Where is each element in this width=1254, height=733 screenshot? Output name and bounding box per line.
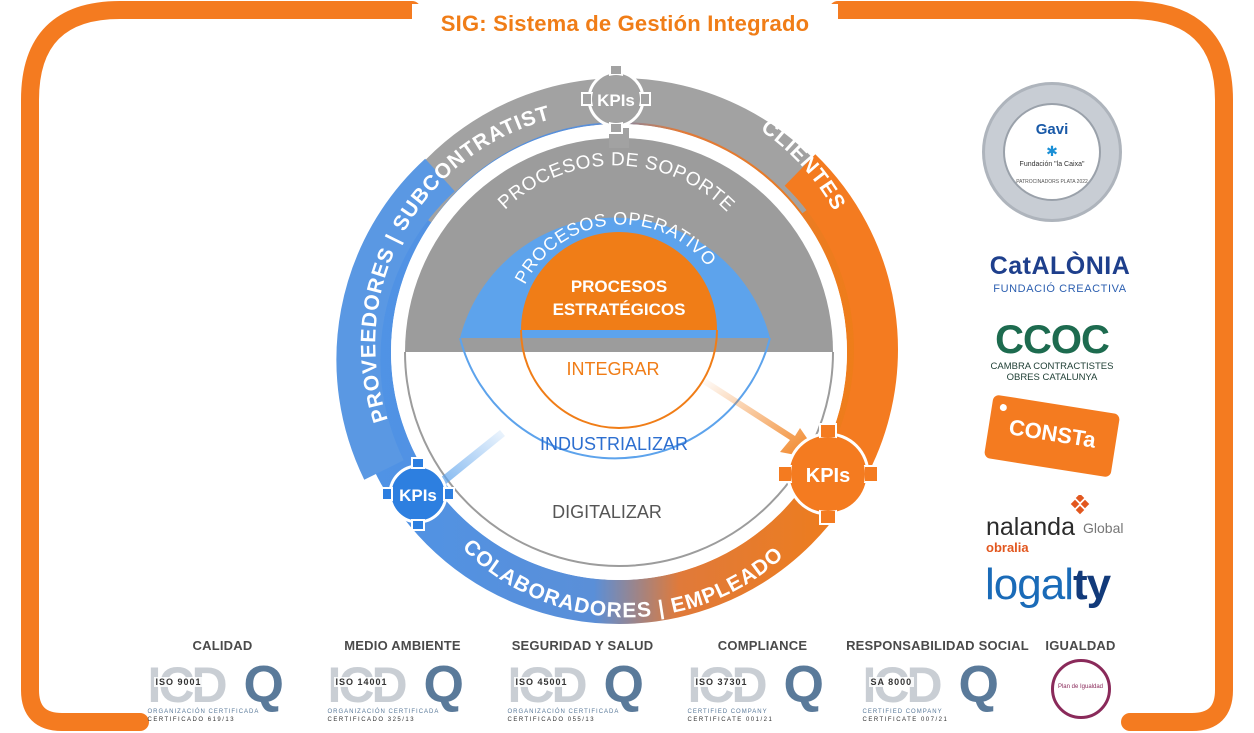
icdq-logo: ICD Q SA 8000 CERTIFIED COMPANY CERTIFIC… [862,656,1013,723]
cert-org: ORGANIZACIÓN CERTIFICADA [327,709,440,715]
industrializar-arc [459,337,771,460]
cert-label: CALIDAD [192,638,253,653]
kpi-gear-left [381,457,455,531]
arrow-to-clients [700,378,822,460]
igualdad-seal: Plan de Igualdad [1050,659,1111,719]
gavi-badge-inner: Gavi ✱ Fundación "la Caixa" PATROCINADOR… [1003,103,1101,201]
icdq-q-icon: Q [423,656,464,714]
igualdad-seal-text: Plan de Igualdad [1057,684,1104,690]
digitalizar-text: DIGITALIZAR [552,502,662,522]
kpi-gear-top [581,64,651,134]
cert-number: CERTIFICATE 001/21 [687,717,774,723]
ccoc-subtitle-1: CAMBRA CONTRACTISTES [990,361,1114,372]
cert-code: ISO 45001 [513,677,570,687]
icdq-q-icon: Q [958,656,999,714]
integrar-text: INTEGRAR [566,359,659,379]
kpi-gear-right [777,423,879,525]
catalonia-logo: CatALÒNIA [989,252,1131,280]
cert-org: ORGANIZACIÓN CERTIFICADA [147,709,260,715]
cert-label: COMPLIANCE [717,638,808,653]
consta-text: CONSTa [1007,414,1098,453]
badge-ring-text: PATROCINADORS PLATA 2022 [1016,179,1088,185]
cert-calidad: CALIDAD ICD Q ISO 9001 ORGANIZACIÓN CERT… [145,638,300,733]
catalonia-subtitle: FUNDACIÓ CREACTIVA [993,283,1127,295]
cert-code: ISO 37301 [693,677,750,687]
icdq-q-icon: Q [243,656,284,714]
cert-code: ISO 9001 [153,677,204,687]
icdq-logo: ICD Q ISO 45001 ORGANIZACIÓN CERTIFICADA… [507,656,658,723]
ring-left-blue [336,158,456,480]
cert-code: ISO 14001 [333,677,390,687]
icdq-logo: ICD Q ISO 37301 CERTIFIED COMPANY CERTIF… [687,656,838,723]
cert-label: IGUALDAD [1045,638,1116,653]
cert-org: CERTIFIED COMPANY [687,709,768,715]
strategic-area [521,232,717,330]
fundacion-text: Fundación "la Caixa" [1019,161,1085,168]
outer-frame [21,1,421,731]
logalty-logo: logalty [985,560,1125,610]
kpi-left-label: KPIs [399,486,437,505]
cert-compliance: COMPLIANCE ICD Q ISO 37301 CERTIFIED COM… [685,638,840,733]
tag-hole-icon [999,403,1008,412]
cert-number: CERTIFICADO 619/13 [147,717,236,723]
outer-frame-right [829,1,1233,731]
ring-right-orange [784,154,898,481]
cert-label: MEDIO AMBIENTE [344,638,461,653]
obralia-text: obralia [986,540,1029,555]
icdq-logo: ICD Q ISO 14001 ORGANIZACIÓN CERTIFICADA… [327,656,478,723]
gavi-badge: Gavi ✱ Fundación "la Caixa" PATROCINADOR… [982,82,1122,222]
cert-number: CERTIFICADO 325/13 [327,717,416,723]
icdq-q-icon: Q [603,656,644,714]
gavi-logo-text: Gavi [1035,121,1069,138]
nalanda-logo: nalanda [986,513,1075,541]
icdq-logo: ICD Q ISO 9001 ORGANIZACIÓN CERTIFICADA … [147,656,298,723]
ccoc-subtitle-2: OBRES CATALUNYA [1006,372,1098,383]
title-box: SIG: Sistema de Gestión Integrado [412,4,838,42]
cert-medio-ambiente: MEDIO AMBIENTE ICD Q ISO 14001 ORGANIZAC… [325,638,480,733]
kpi-top-label: KPIs [597,91,635,110]
icdq-q-icon: Q [783,656,824,714]
logalty-part-b: ty [1072,560,1111,609]
ccoc-logo: CCOC [995,318,1110,362]
cert-label: SEGURIDAD Y SALUD [511,638,654,653]
cert-code: SA 8000 [868,677,915,687]
kpi-right-label: KPIs [806,465,850,487]
cert-number: CERTIFICATE 007/21 [862,717,949,723]
cert-org: CERTIFIED COMPANY [862,709,943,715]
cert-number: CERTIFICADO 055/13 [507,717,596,723]
page-title: SIG: Sistema de Gestión Integrado [440,11,810,36]
cert-igualdad: IGUALDAD Plan de Igualdad [1038,638,1123,733]
cert-responsabilidad-social: RESPONSABILIDAD SOCIAL ICD Q SA 8000 CER… [845,638,1030,733]
logalty-part-a: logal [985,560,1074,609]
nalanda-diamond-icon [1070,495,1090,515]
cert-seguridad: SEGURIDAD Y SALUD ICD Q ISO 45001 ORGANI… [505,638,660,733]
cert-label: RESPONSABILIDAD SOCIAL [846,638,1029,653]
nalanda-global-text: Global [1083,520,1124,536]
cert-org: ORGANIZACIÓN CERTIFICADA [507,709,620,715]
caixa-star-icon: ✱ [1046,143,1058,159]
integrar-arc [520,329,718,429]
strategic-text-1: PROCESOS [571,277,667,296]
industrializar-text: INDUSTRIALIZAR [540,434,688,454]
strategic-text-2: ESTRATÉGICOS [553,300,686,319]
